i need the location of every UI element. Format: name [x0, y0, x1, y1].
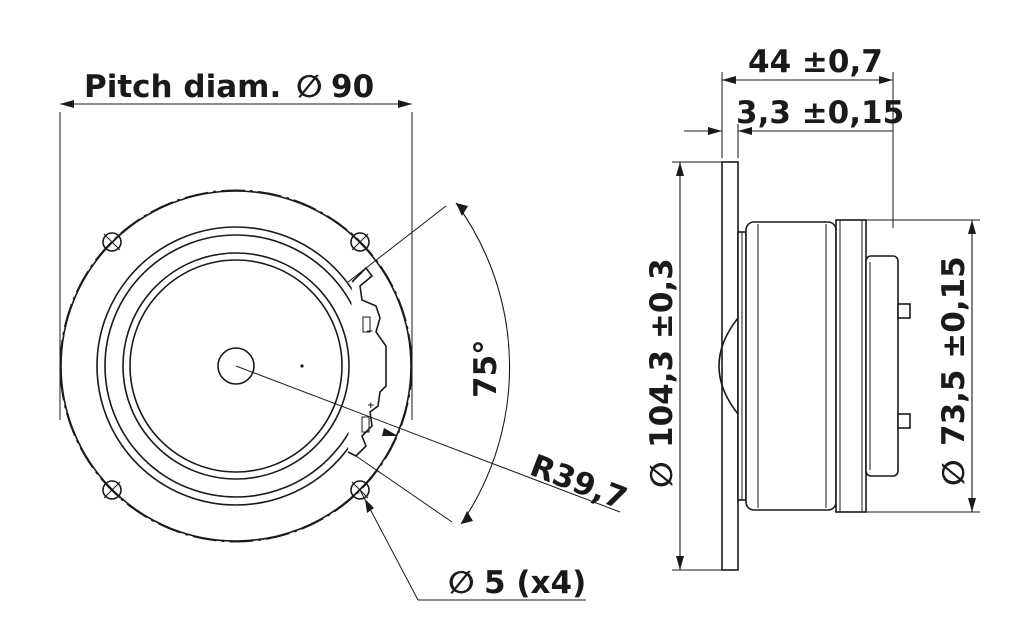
outer-diameter-dimension: ∅ 104,3 ±0,3 [644, 161, 722, 571]
plus-mark: + [367, 401, 375, 411]
radius-dimension: R39,7 [235, 365, 632, 518]
reference-dot [300, 364, 304, 368]
pitch-circle [59, 189, 413, 543]
mounting-hole [102, 480, 122, 500]
pitch-diameter-label: Pitch diam. [84, 69, 281, 105]
mounting-hole [102, 232, 122, 252]
terminal-cutout [347, 266, 387, 457]
flange-plate [721, 161, 739, 571]
minus-mark: − [366, 327, 374, 337]
dome-outer-ring [122, 252, 350, 480]
back-cap [865, 255, 899, 477]
hole-diameter-value: 5 (x4) [484, 565, 586, 601]
diameter-symbol: ∅ [296, 69, 323, 105]
center-cap [217, 347, 255, 385]
motor-body [745, 221, 837, 511]
radius-label: R39,7 [525, 448, 632, 518]
depth-label: 44 ±0,7 [748, 44, 883, 80]
flange-thickness-label: 3,3 ±0,15 [736, 95, 904, 131]
plus-terminal [361, 416, 370, 433]
front-view: Pitch diam. ∅ 90 [59, 69, 632, 601]
dome-profile [718, 317, 739, 415]
angle-label: 75° [468, 339, 504, 398]
magnet-diameter-symbol: ∅ [936, 459, 972, 486]
hole-diameter-symbol: ∅ [448, 565, 475, 601]
terminal-pin-top [897, 303, 911, 319]
flange-thickness-dimension: 3,3 ±0,15 [684, 95, 904, 158]
pitch-diameter-value: 90 [331, 69, 374, 105]
mounting-hole [350, 232, 370, 252]
angle-dimension: 75° [347, 202, 511, 525]
outer-diameter-label: 104,3 ±0,3 [644, 258, 680, 448]
mounting-holes [102, 232, 370, 500]
faceplate-outer-edge [60, 190, 412, 542]
outer-diameter-symbol: ∅ [644, 461, 680, 488]
magnet-diameter-dimension: ∅ 73,5 ±0,15 [866, 219, 980, 513]
side-view: 44 ±0,7 3,3 ±0,15 ∅ 104,3 ±0,3 [644, 44, 980, 571]
depth-dimension: 44 ±0,7 [721, 44, 894, 228]
hole-diameter-leader: ∅ 5 (x4) [359, 489, 586, 601]
dome-inner-ring [129, 259, 343, 473]
magnet-diameter-label: 73,5 ±0,15 [936, 256, 972, 446]
minus-terminal [362, 316, 371, 333]
pitch-diameter-dimension: Pitch diam. ∅ 90 [59, 69, 413, 420]
terminal-pin-bottom [897, 413, 911, 429]
